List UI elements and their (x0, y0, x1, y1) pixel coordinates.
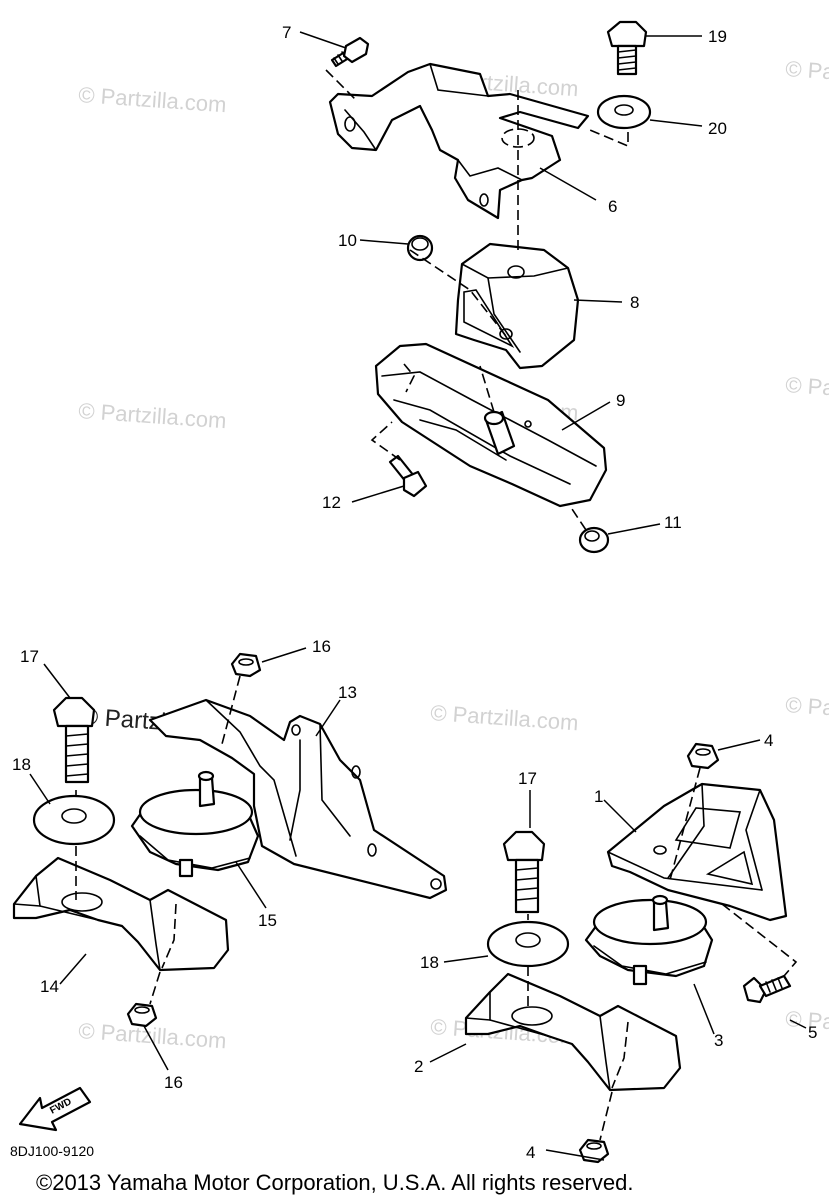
bolt-12 (388, 454, 428, 498)
left-alignment-lines (75, 675, 241, 1005)
callout-18-left: 18 (12, 755, 31, 774)
callout-1: 1 (594, 787, 603, 806)
callout-2: 2 (414, 1057, 423, 1076)
leader-lines (29, 31, 807, 1161)
nut-10 (406, 234, 434, 262)
callout-8: 8 (630, 293, 639, 312)
watermark-8: © Partzilla.com (785, 692, 829, 727)
callout-4-lower: 4 (526, 1143, 535, 1162)
damper-3 (584, 894, 714, 986)
bolt-19 (606, 20, 648, 76)
bolt-17-right (502, 830, 546, 914)
callout-4-upper: 4 (764, 731, 773, 750)
fwd-arrow-icon: FWD (18, 1086, 92, 1132)
watermark-7: © Partzilla.com (430, 700, 580, 735)
watermark-3: © Partzilla.com (785, 56, 829, 91)
callout-17-left: 17 (20, 647, 39, 666)
bracket-2 (464, 972, 682, 1092)
nut-11 (578, 526, 610, 554)
nut-16-lower (126, 1002, 158, 1028)
callout-18-right: 18 (420, 953, 439, 972)
callout-17-right: 17 (518, 769, 537, 788)
callout-7: 7 (282, 23, 291, 42)
callout-13: 13 (338, 683, 357, 702)
watermark-9: © Partzilla.com (78, 1018, 228, 1053)
bolt-7 (330, 36, 370, 68)
callout-16-upper: 16 (312, 637, 331, 656)
watermark-11: © Partzilla.com (785, 1006, 829, 1041)
bolt-5 (742, 974, 792, 1004)
callout-11: 11 (664, 513, 682, 532)
callout-19: 19 (708, 27, 727, 46)
washer-20 (596, 94, 652, 130)
callout-6: 6 (608, 197, 617, 216)
watermark-4: © Partzilla.com (78, 398, 228, 433)
bracket-6 (328, 62, 590, 220)
callout-10: 10 (338, 231, 357, 250)
nut-16-upper (230, 652, 262, 678)
right-alignment-lines (527, 767, 798, 1141)
damper-8 (454, 242, 580, 370)
copyright-notice: ©2013 Yamaha Motor Corporation, U.S.A. A… (36, 1170, 633, 1195)
damper-15 (130, 770, 260, 878)
mount-9 (374, 342, 608, 508)
nut-4-upper (686, 742, 720, 770)
callout-12: 12 (322, 493, 341, 512)
callout-14: 14 (40, 977, 59, 996)
washer-18-right (486, 920, 570, 968)
callout-9: 9 (616, 391, 625, 410)
bracket-1 (606, 782, 788, 922)
bolt-17-left (52, 696, 96, 784)
callout-5: 5 (808, 1023, 817, 1042)
callout-3: 3 (714, 1031, 723, 1050)
callout-15: 15 (258, 911, 277, 930)
diagram-code: 8DJ100-9120 (10, 1143, 94, 1159)
callout-numbers: 7 19 20 6 10 8 9 11 12 16 17 13 18 15 14… (12, 23, 817, 1162)
callout-20: 20 (708, 119, 727, 138)
top-alignment-lines (325, 69, 629, 531)
watermark-1: © Partzilla.com (78, 82, 228, 117)
washer-18-left (32, 794, 116, 846)
callout-16-lower: 16 (164, 1073, 183, 1092)
watermark-6: © Partzilla.com (785, 372, 829, 407)
bracket-14 (12, 856, 230, 972)
